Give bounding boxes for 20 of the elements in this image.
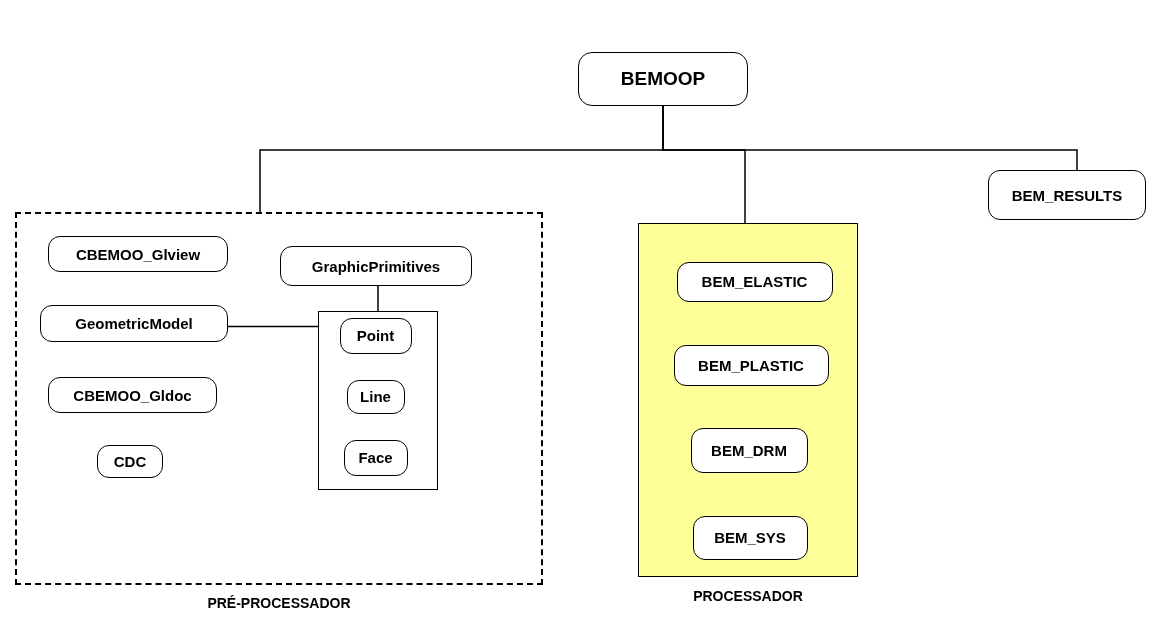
- class-box: CDC: [97, 445, 163, 478]
- package-label: PROCESSADOR: [692, 588, 804, 604]
- class-box: BEM_PLASTIC: [673, 344, 829, 386]
- class-box: BEM_SYS: [692, 515, 808, 560]
- class-box: CBEMOO_Gldoc: [48, 377, 217, 413]
- class-box: Point: [339, 317, 412, 354]
- class-box: BEM_DRM: [690, 427, 808, 473]
- main-class-box: BEMOOP: [578, 52, 748, 106]
- package-label: PRÉ-PROCESSADOR: [206, 595, 352, 611]
- class-box: GraphicPrimitives: [280, 246, 472, 286]
- connector-line: [662, 105, 1078, 171]
- class-box: CBEMOO_Glview: [48, 236, 228, 272]
- connector-line: [227, 325, 319, 328]
- class-box: BEM_RESULTS: [988, 170, 1146, 220]
- class-box: Line: [346, 379, 405, 414]
- group-box: [318, 311, 438, 490]
- class-box: Face: [343, 439, 408, 476]
- class-box: GeometricModel: [40, 305, 228, 342]
- connector-line: [377, 285, 379, 312]
- class-box: BEM_ELASTIC: [676, 261, 833, 302]
